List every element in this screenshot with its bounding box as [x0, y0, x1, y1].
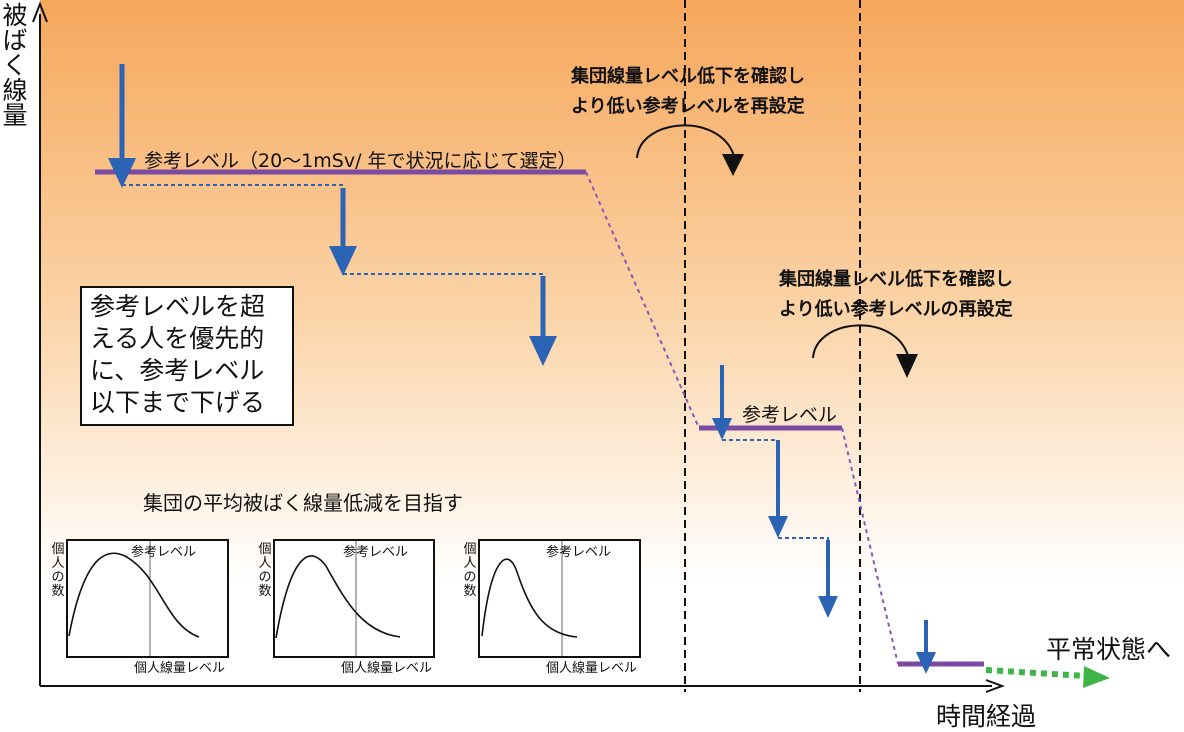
distribution-plot-2 — [273, 539, 435, 658]
distribution-curve — [481, 558, 578, 638]
mini-y-label: 個人の数 — [258, 542, 272, 599]
reference-level-initial-label: 参考レベル（20〜1mSv/ 年で状況に応じて選定） — [144, 150, 577, 172]
distribution-curve — [68, 552, 200, 638]
priority-note-line: 以下まで下げる — [90, 388, 266, 417]
y-axis-arrowhead — [32, 1, 48, 23]
axes — [32, 1, 1005, 693]
group-reduction-caption: 集団の平均被ばく線量低減を目指す — [143, 491, 463, 515]
mini-reference-label: 参考レベル — [343, 545, 409, 560]
distribution-plot-1 — [66, 539, 229, 658]
reduction-arrow-icon — [712, 365, 732, 440]
reduction-arrow-icon — [108, 64, 136, 188]
reference-level-link-2 — [841, 427, 899, 665]
y-axis-label: 被ばく線量 — [0, 2, 28, 127]
mini-reference-label: 参考レベル — [546, 545, 612, 560]
mini-y-label: 個人の数 — [463, 542, 477, 599]
priority-note-line: に、参考レベル — [90, 356, 265, 385]
mini-x-label: 個人線量レベル — [134, 661, 226, 676]
priority-note-box: 参考レベルを超 える人を優先的 に、参考レベル 以下まで下げる — [80, 286, 294, 426]
reset-arrow-icon — [636, 124, 744, 176]
goal-arrow-icon — [985, 666, 1110, 688]
reset-note-1: 集団線量レベル低下を確認し より低い参考レベルを再設定 — [571, 62, 805, 122]
reference-level-link-1 — [585, 171, 700, 429]
mini-y-label: 個人の数 — [51, 542, 65, 599]
mini-x-label: 個人線量レベル — [546, 661, 638, 676]
reset-note-1-line1: 集団線量レベル低下を確認し — [571, 66, 805, 87]
reduction-arrow-icon — [768, 440, 788, 538]
reduction-arrows — [108, 64, 936, 674]
reset-arrow-icon — [812, 324, 918, 378]
reduction-arrow-icon — [818, 540, 838, 618]
mini-reference-label: 参考レベル — [131, 545, 197, 560]
reset-note-2: 集団線量レベル低下を確認し より低い参考レベルの再設定 — [779, 265, 1013, 325]
reduction-step-connector-4 — [778, 537, 829, 545]
reduction-arrow-icon — [529, 276, 557, 366]
x-axis-label: 時間経過 — [936, 702, 1037, 731]
goal-label: 平常状態へ — [1046, 635, 1172, 664]
mini-x-label: 個人線量レベル — [341, 661, 433, 676]
reset-note-2-line2: より低い参考レベルの再設定 — [779, 299, 1013, 320]
reset-note-1-line2: より低い参考レベルを再設定 — [571, 96, 805, 117]
distribution-plots — [66, 539, 641, 658]
reference-levels — [95, 169, 984, 667]
reference-level-intermediate-label: 参考レベル — [742, 404, 838, 426]
reset-note-2-line1: 集団線量レベル低下を確認し — [779, 269, 1013, 290]
priority-note-line: 参考レベルを超 — [90, 292, 266, 321]
distribution-plot-3 — [478, 539, 641, 658]
reduction-arrow-icon — [329, 188, 357, 276]
distribution-curve — [275, 555, 401, 639]
reduction-arrow-icon — [916, 620, 936, 674]
x-axis-arrowhead — [985, 679, 1005, 693]
priority-note-line: える人を優先的 — [90, 324, 265, 353]
